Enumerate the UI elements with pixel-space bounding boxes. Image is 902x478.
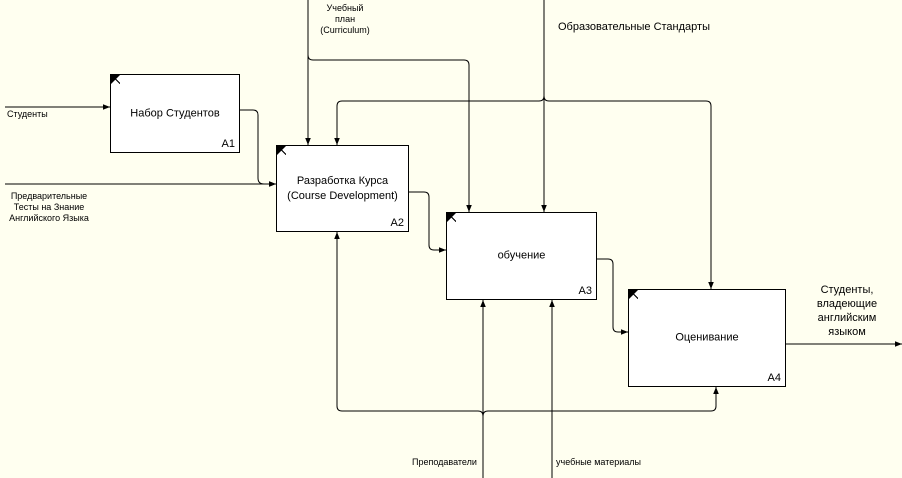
activity-code: A1 [221,138,235,150]
activity-title: Разработка Курса (Course Development) [287,174,398,202]
box-corner-mark [111,75,120,84]
activity-title: Набор Студентов [130,107,220,119]
label-standards: Образовательные Стандарты [558,21,710,33]
activity-title: обучение [497,249,546,262]
label-materials: учебные материалы [556,457,641,467]
arrow-curriculum-a3 [307,54,472,212]
arrow-standards-a4 [543,95,714,289]
arrow-a1-to-a2 [240,109,276,187]
arrow-teachers-a2 [334,232,484,417]
label-curriculum: Учебный план (Curriculum) [320,3,370,35]
activity-code: A4 [767,372,781,384]
activity-box-a4[interactable]: Оценивание A4 [628,289,786,387]
arrow-standards-a2 [334,95,545,145]
activity-title: Оценивание [675,331,739,344]
label-teachers: Преподаватели [412,457,477,467]
activity-box-a3[interactable]: обучение A3 [446,212,597,300]
box-corner-mark [629,290,638,299]
box-corner-mark [277,146,286,155]
activity-box-a1[interactable]: Набор Студентов A1 [110,74,240,153]
box-corner-mark [447,213,456,222]
label-students-out: Студенты, владеющие английским языком [816,284,878,338]
label-pretests: Предварительные Тесты на Знание Английск… [9,191,89,223]
arrow-teachers-a4 [482,387,719,417]
activity-box-a2[interactable]: Разработка Курса (Course Development) A2 [276,145,409,232]
arrow-a2-to-a3 [409,191,446,253]
activity-code: A2 [390,217,404,229]
activity-code: A3 [578,285,592,297]
arrow-a3-to-a4 [597,258,628,335]
label-students-in: Студенты [7,109,48,119]
